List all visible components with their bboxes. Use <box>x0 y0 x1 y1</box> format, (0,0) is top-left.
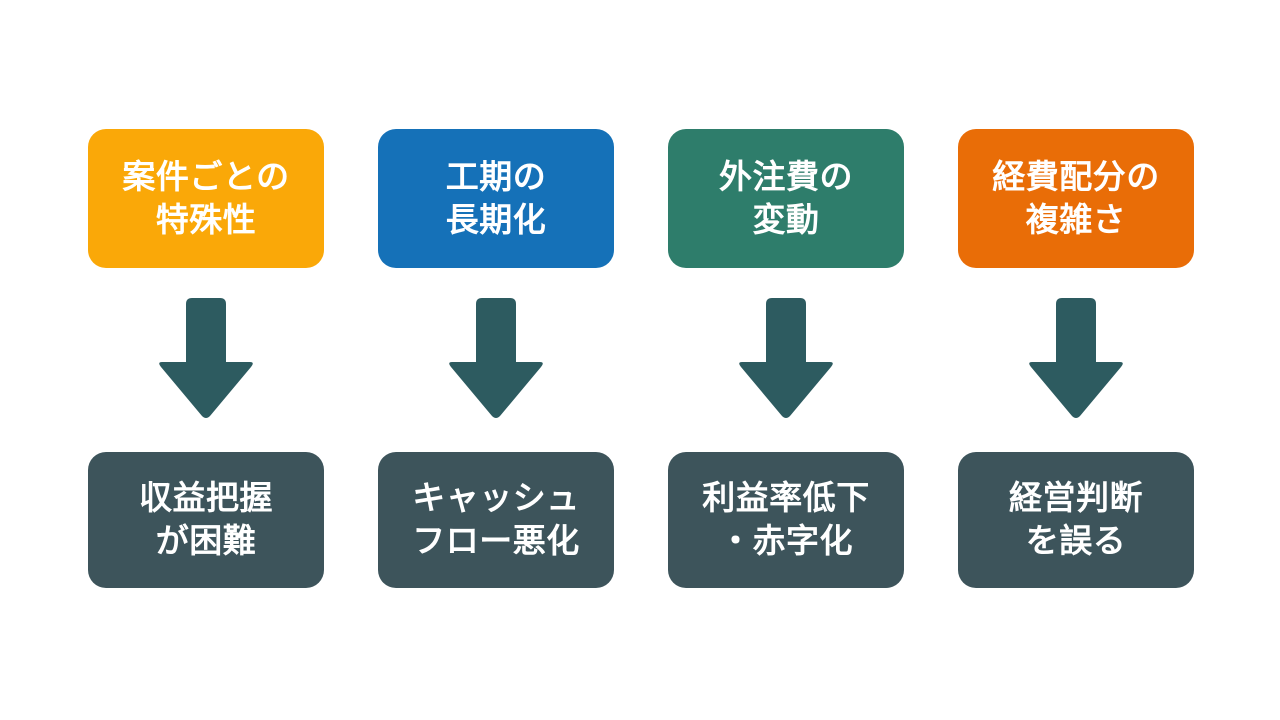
effect-box-1-label: 収益把握 が困難 <box>139 479 273 559</box>
diagram-column-1: 案件ごとの 特殊性 収益把握 が困難 <box>88 0 324 720</box>
cause-box-1[interactable]: 案件ごとの 特殊性 <box>88 129 324 268</box>
down-arrow-icon-2 <box>446 294 546 422</box>
cause-box-4-label: 経費配分の 複雑さ <box>992 157 1160 238</box>
diagram-column-2: 工期の 長期化 キャッシュ フロー悪化 <box>378 0 614 720</box>
cause-box-1-label: 案件ごとの 特殊性 <box>122 157 290 238</box>
effect-box-2[interactable]: キャッシュ フロー悪化 <box>378 452 614 588</box>
down-arrow-icon-4 <box>1026 294 1126 422</box>
diagram-column-4: 経費配分の 複雑さ 経営判断 を誤る <box>958 0 1194 720</box>
cause-box-2[interactable]: 工期の 長期化 <box>378 129 614 268</box>
down-arrow-icon-1 <box>156 294 256 422</box>
effect-box-4-label: 経営判断 を誤る <box>1009 479 1143 559</box>
effect-box-4[interactable]: 経営判断 を誤る <box>958 452 1194 588</box>
effect-box-2-label: キャッシュ フロー悪化 <box>412 479 580 559</box>
diagram-column-3: 外注費の 変動 利益率低下 ・赤字化 <box>668 0 904 720</box>
down-arrow-icon-3 <box>736 294 836 422</box>
effect-box-3[interactable]: 利益率低下 ・赤字化 <box>668 452 904 588</box>
cause-box-2-label: 工期の 長期化 <box>445 157 547 238</box>
cause-box-3[interactable]: 外注費の 変動 <box>668 129 904 268</box>
cause-box-3-label: 外注費の 変動 <box>719 157 853 238</box>
effect-box-3-label: 利益率低下 ・赤字化 <box>702 479 870 559</box>
effect-box-1[interactable]: 収益把握 が困難 <box>88 452 324 588</box>
cause-box-4[interactable]: 経費配分の 複雑さ <box>958 129 1194 268</box>
